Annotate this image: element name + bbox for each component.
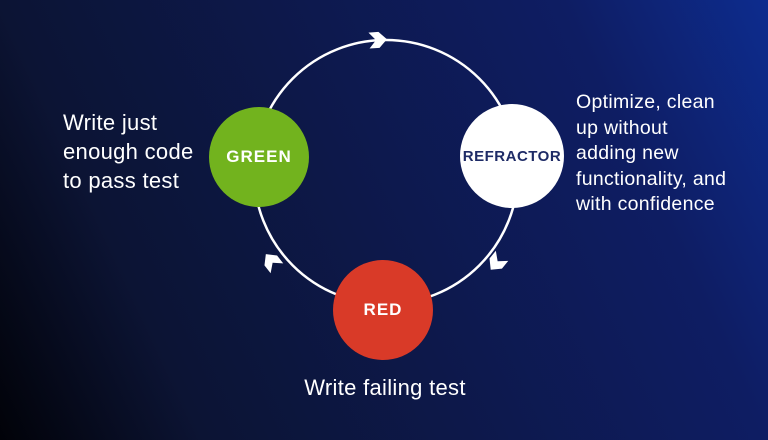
red-annotation: Write failing test: [260, 374, 510, 402]
green-annotation: Write just enough code to pass test: [63, 108, 194, 195]
red-node: RED: [333, 260, 433, 360]
annotation-line: to pass test: [63, 168, 180, 193]
refractor-node-label: REFRACTOR: [462, 147, 562, 165]
refractor-annotation: Optimize, clean up without adding new fu…: [576, 90, 726, 218]
annotation-line: with confidence: [576, 193, 715, 215]
annotation-line: Optimize, clean: [576, 91, 715, 113]
annotation-line: adding new: [576, 142, 679, 164]
annotation-line: enough code: [63, 139, 194, 164]
green-node: GREEN: [209, 107, 309, 207]
cycle-arrow-top-icon: [368, 31, 387, 49]
annotation-line: Write just: [63, 110, 158, 135]
cycle-arrow-bottom-left-icon: [264, 254, 284, 274]
refractor-node: REFRACTOR: [460, 104, 564, 208]
annotation-line: functionality, and: [576, 167, 727, 190]
annotation-line: Write failing test: [304, 375, 466, 400]
annotation-line: up without: [576, 116, 668, 139]
red-node-label: RED: [363, 300, 403, 319]
cycle-arrow-bottom-right-icon: [489, 250, 509, 270]
green-node-label: GREEN: [226, 147, 292, 166]
